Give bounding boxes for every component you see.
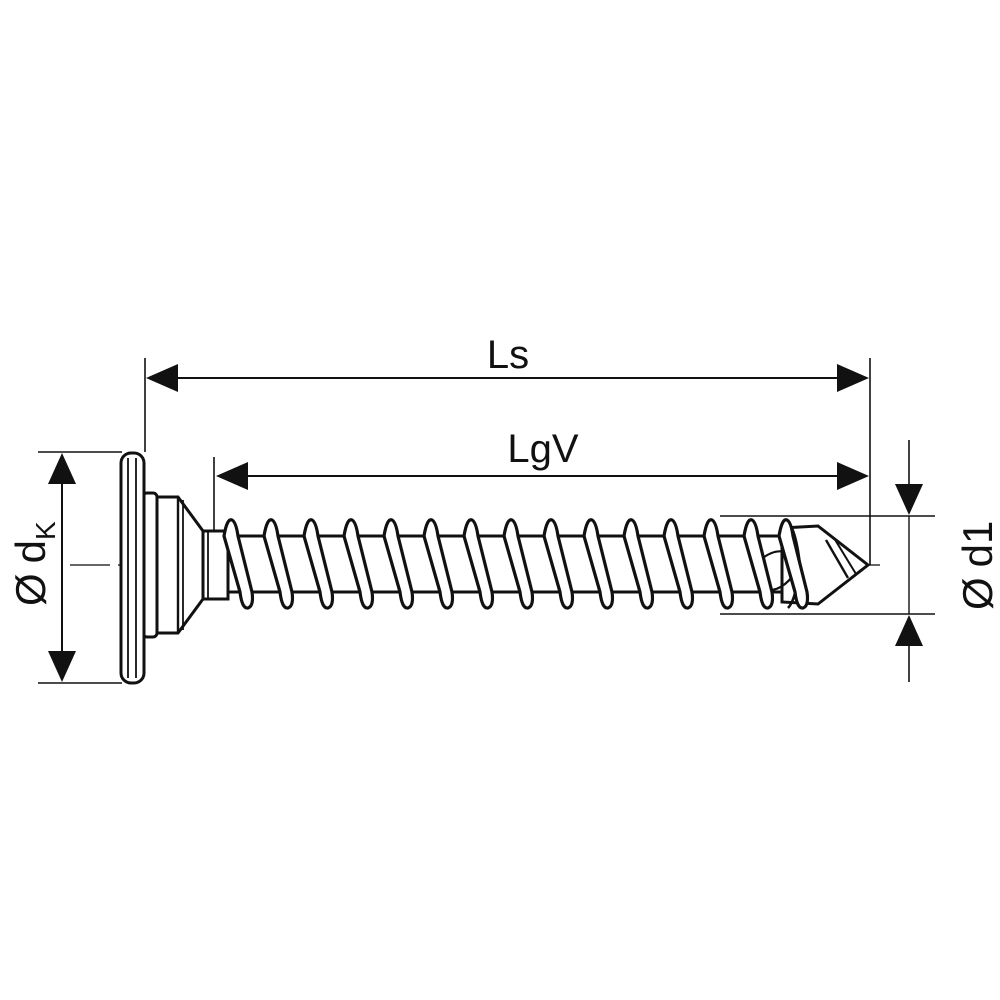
arrow-right-icon	[837, 364, 869, 392]
dimension-lgv	[213, 457, 869, 532]
arrow-right-icon	[837, 462, 869, 490]
dimension-dk	[38, 451, 122, 684]
arrow-up-icon	[895, 615, 923, 646]
screw-head	[119, 451, 146, 685]
dimension-ls	[144, 358, 871, 565]
dimension-d1	[720, 440, 935, 682]
arrow-left-icon	[216, 462, 248, 490]
arrow-up-icon	[48, 453, 76, 484]
arrow-left-icon	[146, 364, 178, 392]
arrow-down-icon	[48, 651, 76, 682]
label-dk: ØdK	[7, 521, 61, 606]
screw-threads	[222, 518, 810, 610]
label-ls: Ls	[487, 333, 529, 377]
label-lgv: LgV	[507, 427, 578, 471]
arrow-down-icon	[895, 484, 923, 515]
label-d1: Ød1	[954, 521, 1000, 610]
